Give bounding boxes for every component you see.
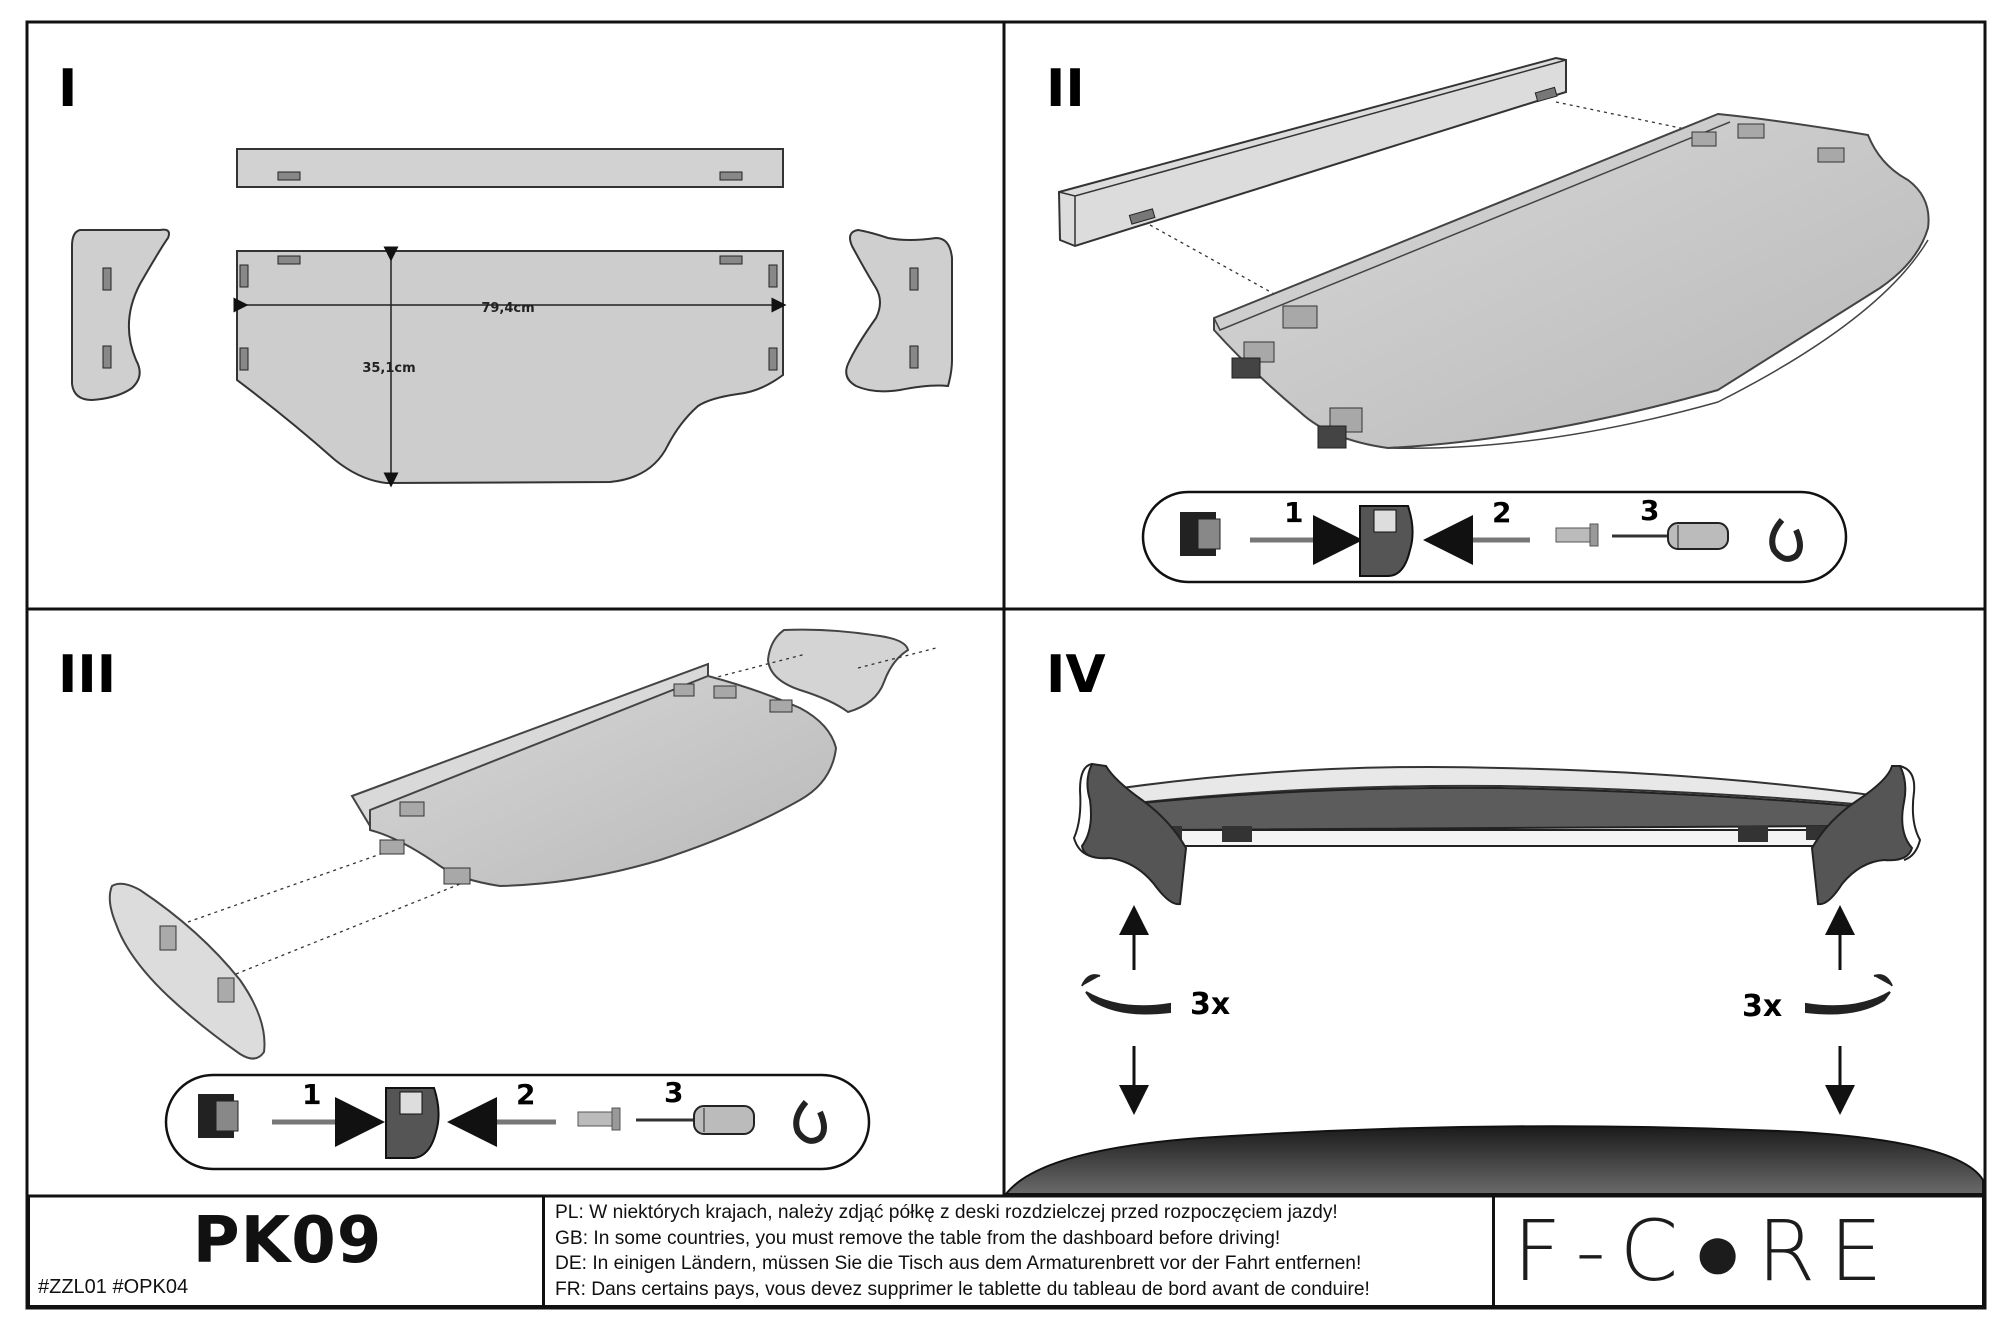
assembled-clip-icon [385, 1087, 440, 1159]
assembled-clip-icon [1359, 505, 1414, 577]
rail-clip [1534, 86, 1558, 103]
side-bracket-left [1080, 762, 1188, 906]
rail-part [1057, 56, 1567, 248]
rail-part [236, 148, 784, 188]
panel-1-numeral: I [58, 59, 77, 119]
twist-icon-right [1805, 974, 1893, 1015]
panel-2: II 1 [1046, 56, 1930, 584]
model-number: PK09 [192, 1204, 383, 1278]
rotate-icon [793, 1100, 827, 1144]
panel-3-numeral: III [58, 645, 116, 705]
side-bracket-right [1810, 765, 1914, 906]
twist-icon-left [1081, 974, 1171, 1015]
rail-clip-right [719, 171, 743, 181]
side-bracket-left [108, 882, 266, 1060]
step-number-1: 1 [302, 1078, 321, 1111]
screwdriver-icon [1612, 522, 1729, 550]
product-codes: #ZZL01 #OPK04 [38, 1276, 189, 1298]
step-number-2: 2 [516, 1078, 535, 1111]
screw-icon [577, 1107, 621, 1131]
step-number-1: 1 [1284, 496, 1303, 529]
warning-de: DE: In einigen Ländern, müssen Sie die T… [555, 1253, 1362, 1274]
count-label-right: 3x [1742, 989, 1782, 1024]
plate-fixings [239, 255, 778, 371]
guide-lines [187, 647, 937, 975]
screw-icon [1555, 523, 1599, 547]
rail-clip-left [277, 171, 301, 181]
warning-pl: PL: W niektórych krajach, należy zdjąć p… [555, 1202, 1338, 1223]
shelf-underside [1108, 786, 1879, 832]
panel-2-numeral: II [1046, 59, 1085, 119]
panel-4-numeral: IV [1046, 645, 1106, 705]
rotate-icon [1769, 518, 1803, 562]
guide-lines [1149, 101, 1691, 301]
panel-4: IV 3x 3x [1003, 645, 1984, 1195]
warning-gb: GB: In some countries, you must remove t… [555, 1227, 1281, 1249]
depth-dimension-label: 35,1cm [362, 361, 415, 376]
panel-1: I 79,4cm 35,1cm [58, 59, 953, 488]
width-dimension-label: 79,4cm [481, 301, 534, 316]
shelf-plate [236, 250, 784, 485]
side-bracket-right [766, 628, 910, 714]
step-number-3: 3 [1640, 494, 1659, 527]
footer: PK09 #ZZL01 #OPK04 PL: W niektórych kraj… [27, 1196, 1985, 1308]
bracket-clip [102, 345, 112, 369]
panel-grid [25, 20, 1987, 1310]
bracket-clip [102, 267, 112, 291]
step-number-2: 2 [1492, 496, 1511, 529]
model-box: PK09 #ZZL01 #OPK04 [30, 1196, 545, 1308]
brand-logo: F-C●RE [1495, 1196, 1985, 1308]
step-number-3: 3 [664, 1076, 683, 1109]
plate-fixings [379, 683, 793, 885]
warning-box: PL: W niektórych krajach, należy zdjąć p… [545, 1196, 1495, 1308]
screwdriver-icon [636, 1105, 755, 1135]
brand-wordmark: F-C●RE [1513, 1202, 1897, 1300]
dashboard-shape [1003, 1125, 1984, 1195]
side-bracket-left [71, 228, 170, 402]
count-label-left: 3x [1190, 987, 1230, 1022]
panel-3: III 1 2 [58, 628, 937, 1171]
warning-fr: FR: Dans certains pays, vous devez suppr… [555, 1278, 1370, 1300]
side-bracket-right [845, 228, 953, 393]
rail-clip [1128, 208, 1156, 225]
bracket-clip [909, 267, 919, 291]
bracket-clip [909, 345, 919, 369]
clip-part-icon [198, 1094, 239, 1138]
clip-part-icon [1180, 512, 1221, 556]
